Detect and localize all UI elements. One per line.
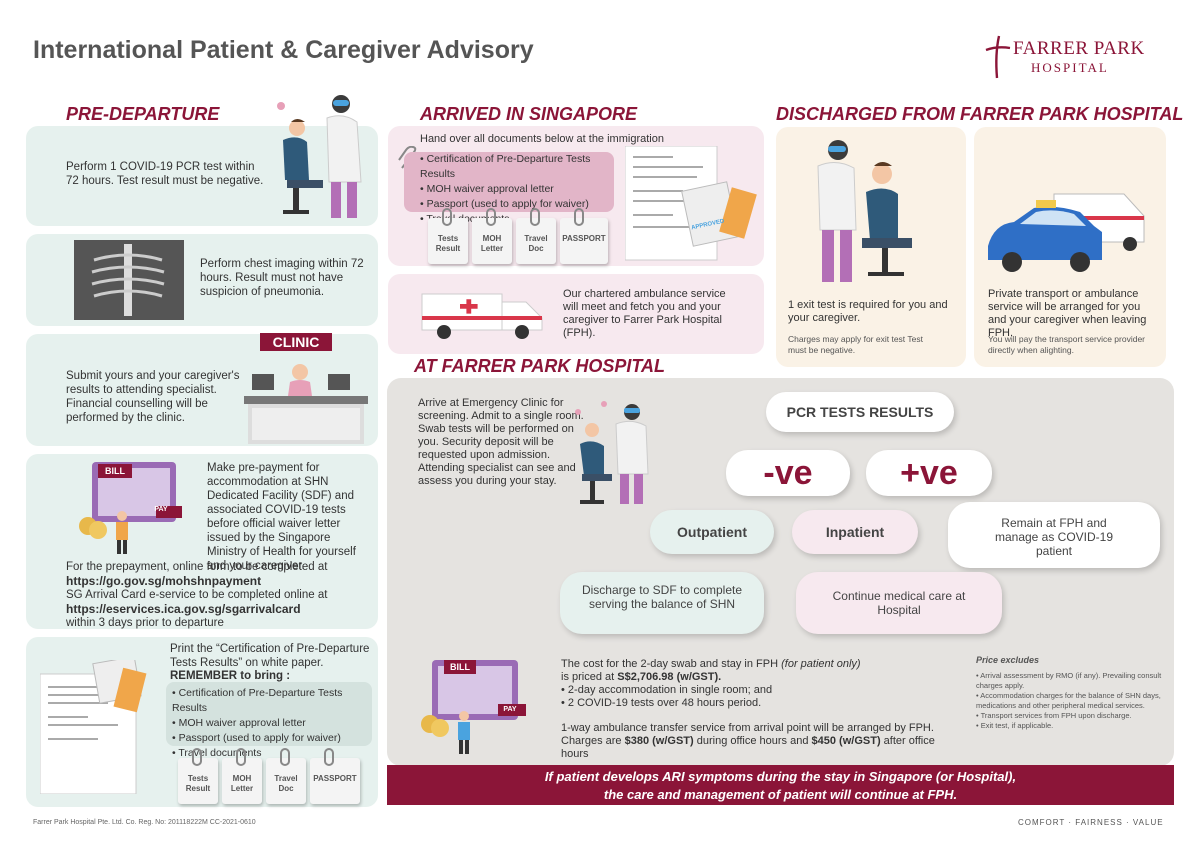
swab-test-illustration-icon [277,95,362,218]
swab-test-illustration-icon [817,140,912,282]
bill-payment-icon [79,462,182,554]
arrived-item: Passport (used to apply for waiver) [420,197,620,212]
taxi-ambulance-icon [988,193,1145,272]
paperclip-icon [398,146,417,169]
remember-label: REMEMBER to bring : [170,670,291,682]
pre-departure-card-payment [26,454,378,629]
exit-test-text: 1 exit test is required for you and your… [788,299,948,324]
cost-item: 2-day accommodation in single room; and [561,684,961,697]
cost-line-1: The cost for the 2-day swab and stay in … [561,658,779,670]
pcr-results-pill: PCR TESTS RESULTS [766,392,954,432]
transport-text: Private transport or ambulance service w… [988,288,1147,339]
bring-list: Certification of Pre-Departure Tests Res… [172,686,376,761]
pre-departure-card-pcr [26,126,378,226]
cost-line-2: is priced at [561,671,615,683]
discharge-sdf-pill: Discharge to SDF to complete serving the… [560,572,764,634]
company-registration: Farrer Park Hospital Pte. Ltd. Co. Reg. … [33,819,256,826]
prepay-line-1: For the prepayment, online form to be co… [66,561,328,573]
positive-result-pill: +ve [866,450,992,496]
clinic-reception-icon [244,364,368,444]
logo-sub: HOSPITAL [1031,60,1109,75]
at-fph-intro-text: Arrive at Emergency Clinic for screening… [418,397,584,487]
doc-card-tests-result: Tests Result [428,208,468,264]
ambulance-text: Our chartered ambulance service will mee… [563,288,726,339]
transport-note: You will pay the transport service provi… [988,334,1146,355]
ambulance-price-after: $450 (w/GST) [811,735,881,747]
pay-tag: PAY [154,506,168,513]
ambulance-charges-line-1: 1-way ambulance transfer service from ar… [561,722,934,734]
ari-symptoms-banner: If patient develops ARI symptoms during … [387,765,1174,805]
bring-item: Passport (used to apply for waiver) [172,731,376,746]
certificate-document-icon [40,660,147,794]
arrived-item: MOH waiver approval letter [420,182,620,197]
price-excludes-title: Price excludes [976,655,1040,665]
clinic-step-text: Submit yours and your caregiver's result… [66,370,240,424]
cost-line-1-note: (for patient only) [781,658,861,670]
excludes-item: • Accommodation charges for the balance … [976,691,1161,710]
doc-card-moh-letter: MOH Letter [472,208,512,264]
excludes-item: • Arrival assessment by RMO (if any). Pr… [976,671,1162,690]
bill-tag: BILL [98,464,132,478]
pcr-step-text: Perform 1 COVID-19 PCR test within 72 ho… [66,161,264,187]
negative-result-pill: -ve [726,450,850,496]
xray-step-text: Perform chest imaging within 72 hours. R… [200,258,364,298]
doc-card-tests-result: Tests Result [178,748,218,804]
excludes-item: • Transport services from FPH upon disch… [976,711,1132,720]
at-fph-heading: AT FARRER PARK HOSPITAL [414,356,665,376]
bring-item: MOH waiver approval letter [172,716,376,731]
pre-departure-heading: PRE-DEPARTURE [66,104,220,124]
logo-name: FARRER PARK [1013,38,1145,59]
continue-care-pill: Continue medical care at Hospital [796,572,1002,634]
cost-block: The cost for the 2-day swab and stay in … [561,658,961,710]
bill-tag: BILL [444,660,476,674]
doc-card-travel-doc: Travel Doc [516,208,556,264]
arrival-card-url-link[interactable]: https://eservices.ica.gov.sg/sgarrivalca… [66,602,301,616]
print-instruction-text: Print the “Certification of Pre-Departur… [170,643,370,669]
cost-item: 2 COVID-19 tests over 48 hours period. [561,697,961,710]
doc-card-moh-letter: MOH Letter [222,748,262,804]
price-excludes-list: • Arrival assessment by RMO (if any). Pr… [976,671,1166,731]
arrived-doc-list: Certification of Pre-Departure Tests Res… [420,152,620,227]
hospital-logo: FARRER PARK HOSPITAL [983,34,1163,80]
banner-line-2: the care and management of patient will … [603,787,958,802]
bring-item: Certification of Pre-Departure Tests Res… [172,686,376,716]
remain-fph-pill: Remain at FPH and manage as COVID-19 pat… [948,502,1160,568]
ambulance-label: AMBULANCE [428,316,461,322]
bill-payment-icon [421,660,526,754]
clinic-sign: CLINIC [260,333,332,351]
prepay-url-link[interactable]: https://go.gov.sg/mohshnpayment [66,574,262,588]
exit-test-note: Charges may apply for exit test Test mus… [788,334,923,355]
brand-tagline: COMFORT · FAIRNESS · VALUE [1018,818,1164,827]
outpatient-pill: Outpatient [650,510,774,554]
prepay-line-3: within 3 days prior to departure [66,617,224,629]
pay-tag: PAY [503,706,517,713]
inpatient-pill: Inpatient [792,510,918,554]
ambulance-charges-block: 1-way ambulance transfer service from ar… [561,722,961,761]
doc-card-travel-doc: Travel Doc [266,748,306,804]
payment-step-text: Make pre-payment for accommodation at SH… [207,462,356,572]
ambulance-icon [421,293,543,339]
cost-price: S$2,706.98 (w/GST). [617,671,722,683]
chest-xray-icon [74,240,184,320]
arrived-heading: ARRIVED IN SINGAPORE [420,104,638,124]
logo-cross-icon [985,35,1011,79]
swab-test-illustration-icon [575,401,649,504]
certificate-document-icon [625,146,757,261]
ambulance-price-office: $380 (w/GST) [624,735,694,747]
discharged-heading: DISCHARGED FROM FARRER PARK HOSPITAL [776,104,1184,124]
doc-card-passport: PASSPORT [310,748,360,804]
banner-line-1: If patient develops ARI symptoms during … [544,769,1017,784]
doc-card-passport: PASSPORT [560,208,608,264]
handover-text: Hand over all documents below at the imm… [420,133,664,145]
arrived-item: Certification of Pre-Departure Tests Res… [420,152,620,182]
page-title: International Patient & Caregiver Adviso… [33,36,534,64]
excludes-item: • Exit test, if applicable. [976,721,1054,730]
prepay-line-2: SG Arrival Card e-service to be complete… [66,589,328,601]
